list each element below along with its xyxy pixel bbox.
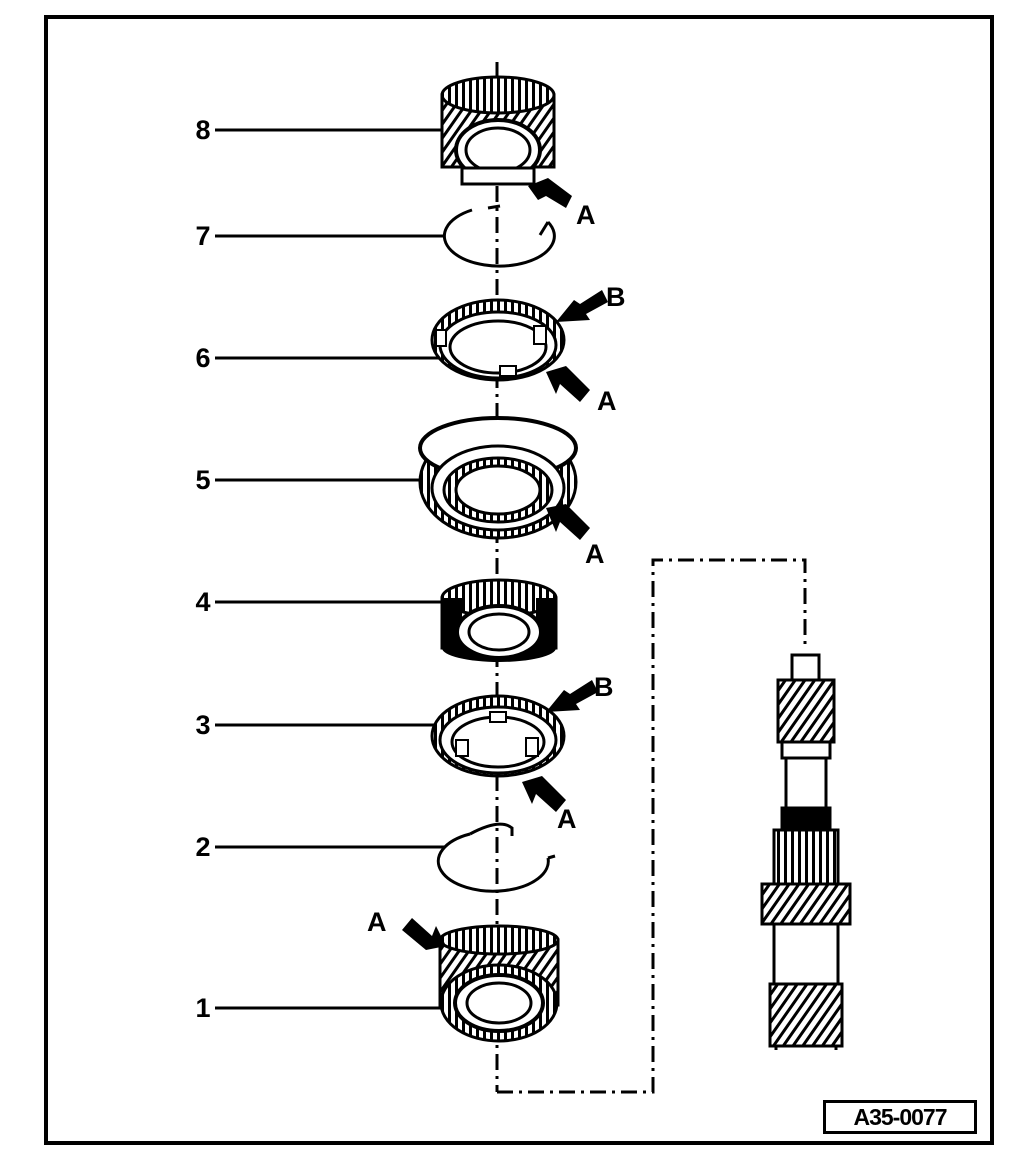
arrow-a-part-6 (546, 366, 590, 402)
arrow-a-part-5 (546, 504, 590, 540)
part-6-synchro-ring (430, 298, 566, 382)
callout-6: 6 (195, 343, 211, 373)
marker-b-part-6: B (606, 282, 626, 312)
diagram-frame (44, 15, 994, 1145)
callout-1: 1 (195, 993, 211, 1023)
marker-a-part-3: A (557, 804, 577, 834)
arrow-b-part-3 (546, 680, 598, 712)
marker-a-part-1: A (367, 907, 387, 937)
callout-5: 5 (195, 465, 211, 495)
callout-7: 7 (195, 221, 211, 251)
assembly-connector-line (497, 558, 807, 1094)
part-7-circlip (442, 204, 556, 268)
arrow-a-part-3 (522, 776, 566, 812)
part-2-circlip (436, 822, 556, 893)
part-1-gear (438, 924, 560, 1043)
callout-4: 4 (195, 587, 211, 617)
arrow-a-part-1 (402, 918, 446, 950)
leader-lines (215, 128, 445, 1010)
marker-a-part-8: A (576, 200, 596, 230)
marker-b-part-3: B (594, 672, 614, 702)
figure-id-label: A35-0077 (823, 1100, 977, 1134)
mainshaft (760, 653, 852, 1050)
part-4-hub (440, 578, 558, 662)
arrows (402, 178, 608, 950)
arrow-a-part-8 (528, 178, 572, 208)
part-5-sliding-sleeve (418, 416, 578, 540)
marker-a-part-5: A (585, 539, 605, 569)
callout-8: 8 (195, 115, 211, 145)
part-3-synchro-ring (430, 694, 566, 778)
arrow-b-part-6 (556, 290, 608, 322)
part-8-gear (440, 75, 556, 186)
callout-2: 2 (195, 832, 211, 862)
callout-3: 3 (195, 710, 211, 740)
marker-a-part-6: A (597, 386, 617, 416)
